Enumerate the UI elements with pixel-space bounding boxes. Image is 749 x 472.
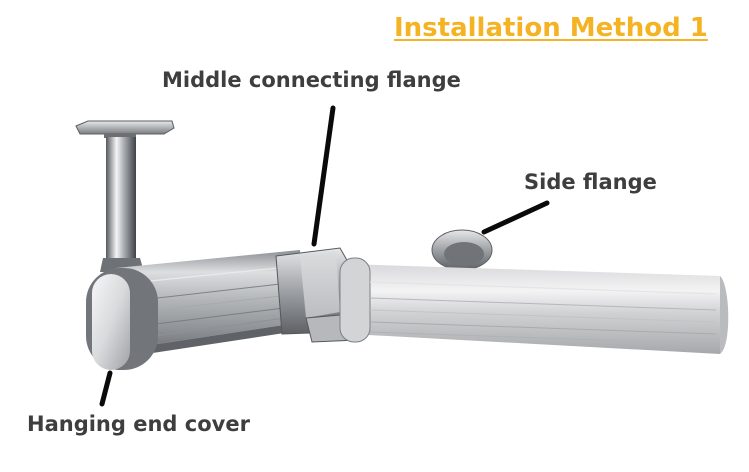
ceiling-bracket (75, 120, 175, 272)
hanging-end-cover (86, 268, 158, 370)
leader-line-middle-flange (311, 105, 336, 247)
rail-segment-right (339, 257, 729, 354)
side-flange (431, 229, 493, 271)
label-middle-connecting-flange: Middle connecting flange (162, 68, 461, 92)
label-side-flange: Side flange (524, 170, 657, 194)
diagram-title: Installation Method 1 (394, 13, 708, 43)
leader-line-side-flange (481, 200, 550, 235)
leader-line-end-cover (99, 370, 113, 407)
rail-segment-left (116, 250, 304, 358)
label-hanging-end-cover: Hanging end cover (27, 412, 250, 436)
